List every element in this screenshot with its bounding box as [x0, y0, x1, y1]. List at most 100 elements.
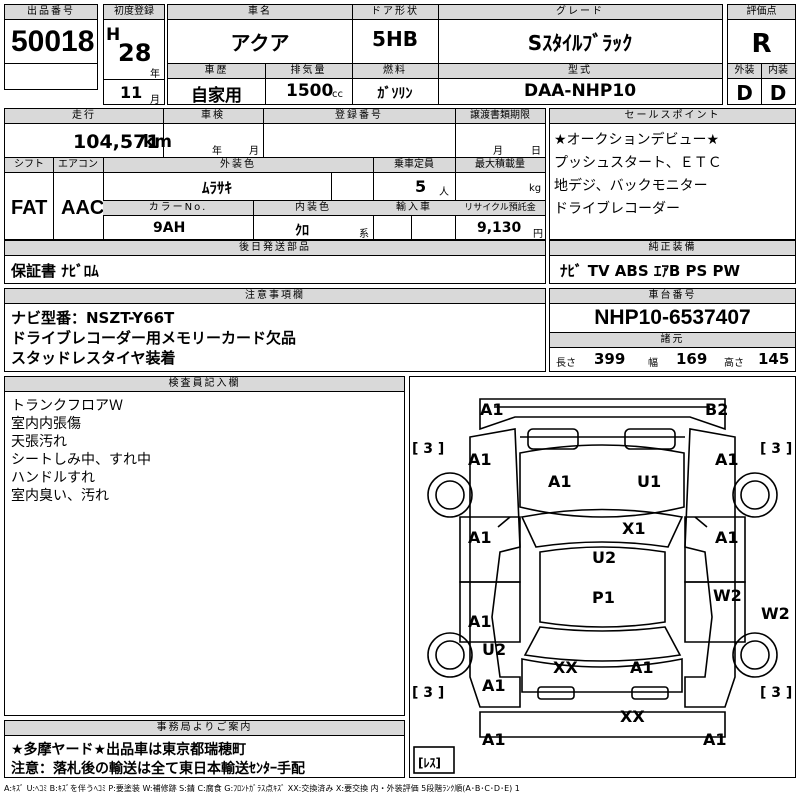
lot-number-value: 50018 [11, 25, 95, 58]
spec-box: 走行 車検 登録番号 譲渡書類期限 104,571 km 年 月 月 日 シフト… [4, 108, 546, 240]
damage-mark: U2 [592, 548, 616, 567]
model-value: DAA-NHP10 [523, 81, 637, 101]
car-diagram-box: A1 B2 A1 A1 A1 U1 X1 A1 A1 U2 P1 W2 W2 A… [409, 376, 796, 778]
mileage-value: 104,571 [73, 131, 160, 153]
score-header: 評価点 [728, 5, 795, 20]
import-header: 輸入車 [373, 201, 455, 216]
inspector-line: シートしみ中、すれ中 [11, 452, 151, 468]
score-box: 評価点 R 外装 内装 D D [727, 4, 796, 105]
sales-point-line: ドライブレコーダー [554, 201, 680, 217]
damage-mark: A1 [630, 658, 654, 677]
damage-mark: XX [553, 658, 578, 677]
inspector-line: 室内内張傷 [11, 416, 81, 432]
capacity-value: 5 [415, 177, 427, 196]
later-parts-header: 後日発送部品 [5, 241, 545, 256]
int-color-unit: 系 [359, 229, 369, 240]
sales-point-line: 地デジ、バックモニター [554, 178, 708, 194]
history-value: 自家用 [191, 86, 242, 106]
chassis-header: 車台番号 [550, 289, 795, 304]
lot-number-header: 出品番号 [5, 5, 97, 20]
office-box: 事務局よりご案内 ★多摩ヤード★出品車は東京都瑞穂町 注意：落札後の輸送は全て東… [4, 720, 405, 778]
height-value: 145 [758, 350, 790, 368]
length-label: 長さ [556, 358, 576, 369]
damage-mark: W2 [761, 604, 790, 623]
inspector-line: ハンドルすれ [11, 470, 95, 486]
first-reg-month: 11 [120, 83, 143, 102]
tire-bracket: [ 3 ] [760, 685, 792, 701]
color-no-header: カラーNo. [103, 201, 253, 216]
damage-mark: A1 [468, 528, 492, 547]
width-value: 169 [676, 350, 708, 368]
model-header: 型式 [438, 63, 722, 79]
inspection-year-unit: 年 [212, 146, 222, 157]
inspector-box: 検査員記入欄 トランクフロアＷ 室内内張傷 天張汚れ シートしみ中、すれ中 ハン… [4, 376, 405, 716]
capacity-header: 乗車定員 [373, 158, 455, 173]
damage-mark: P1 [592, 588, 615, 607]
car-damage-diagram: A1 B2 A1 A1 A1 U1 X1 A1 A1 U2 P1 W2 W2 A… [412, 398, 792, 774]
damage-mark: A1 [703, 730, 727, 749]
aircon-value: AAC [61, 197, 105, 219]
ext-color-header: 外装色 [103, 158, 373, 173]
max-load-unit: kg [529, 183, 542, 194]
inspector-line: 天張汚れ [11, 434, 67, 450]
damage-mark: A1 [468, 450, 492, 469]
chassis-value: NHP10-6537407 [594, 306, 751, 329]
notes-line: ドライブレコーダー用メモリーカード欠品 [11, 329, 297, 347]
damage-mark: A1 [548, 472, 572, 491]
sales-points-box: セールスポイント ★オークションデビュー★ プッシュスタート、ＥＴＣ 地デジ、バ… [549, 108, 796, 240]
legend-text: A:ｷｽﾞ U:ﾍｺﾐ B:ｷｽﾞを伴うﾍｺﾐ P:要塗装 W:補修跡 S:錆 … [4, 784, 520, 793]
inspector-header: 検査員記入欄 [5, 377, 404, 392]
notes-box: 注意事項欄 ナビ型番：NSZT-Y66T ドライブレコーダー用メモリーカード欠品… [4, 288, 546, 372]
inspector-line: 室内臭い、汚れ [11, 488, 109, 504]
damage-mark: A1 [468, 612, 492, 631]
later-parts-box: 後日発送部品 保証書 ﾅﾋﾞﾛﾑ [4, 240, 546, 284]
int-color-header: 内装色 [253, 201, 373, 216]
office-line: ★多摩ヤード★出品車は東京都瑞穂町 [11, 742, 247, 758]
dims-header: 諸元 [550, 333, 795, 348]
later-parts-value: 保証書 ﾅﾋﾞﾛﾑ [11, 262, 99, 280]
damage-mark: A1 [482, 676, 506, 695]
transfer-month-unit: 月 [493, 146, 503, 157]
shift-header: シフト [5, 158, 53, 173]
max-load-header: 最大積載量 [455, 158, 545, 173]
genuine-equip-value: ﾅﾋﾞ TV ABS ｴｱB PS PW [560, 262, 741, 280]
tire-bracket: [ 3 ] [412, 441, 444, 457]
interior-grade-value: D [769, 81, 787, 105]
lot-number-box: 出品番号 50018 [4, 4, 98, 90]
damage-mark: U1 [637, 472, 661, 491]
vehicle-info-box: 車名 ドア形状 グレード アクア 5HB Sｽﾀｲﾙﾌﾞﾗｯｸ 車歴 排気量 燃… [167, 4, 723, 106]
int-color-value: ｸﾛ [295, 223, 309, 239]
inspector-line: トランクフロアＷ [11, 398, 123, 414]
inspection-month-unit: 月 [249, 146, 259, 157]
office-header: 事務局よりご案内 [5, 721, 404, 736]
ext-color-value: ﾑﾗｻｷ [201, 179, 232, 197]
sales-point-line: プッシュスタート、ＥＴＣ [554, 155, 722, 171]
first-registration-header: 初度登録 [104, 5, 164, 20]
genuine-equip-header: 純正装備 [550, 241, 795, 256]
registration-header: 登録番号 [263, 109, 455, 124]
first-reg-year-unit: 年 [150, 69, 160, 80]
sales-point-line: ★オークションデビュー★ [554, 132, 720, 148]
era-mark: H [106, 25, 121, 45]
car-name-header: 車名 [168, 5, 352, 20]
fuel-header: 燃料 [352, 63, 438, 79]
genuine-equip-box: 純正装備 ﾅﾋﾞ TV ABS ｴｱB PS PW [549, 240, 796, 284]
first-registration-box: 初度登録 H 28 年 11 月 [103, 4, 165, 106]
notes-line: スタッドレスタイヤ装着 [11, 349, 176, 367]
mileage-header: 走行 [5, 109, 163, 124]
recycle-unit: 円 [533, 229, 543, 240]
length-value: 399 [594, 350, 626, 368]
first-reg-month-unit: 月 [150, 95, 160, 106]
first-reg-year: 28 [118, 39, 152, 67]
exterior-grade-header: 外装 [728, 63, 761, 79]
damage-mark: XX [620, 707, 645, 726]
color-no-value: 9AH [153, 220, 186, 236]
score-value: R [751, 29, 772, 59]
grade-value: Sｽﾀｲﾙﾌﾞﾗｯｸ [527, 31, 633, 55]
width-label: 幅 [648, 358, 658, 369]
displacement-unit: cc [332, 89, 343, 100]
door-header: ドア形状 [352, 5, 438, 20]
door-value: 5HB [372, 27, 418, 51]
exterior-grade-value: D [736, 81, 753, 105]
damage-mark: B2 [705, 400, 728, 419]
